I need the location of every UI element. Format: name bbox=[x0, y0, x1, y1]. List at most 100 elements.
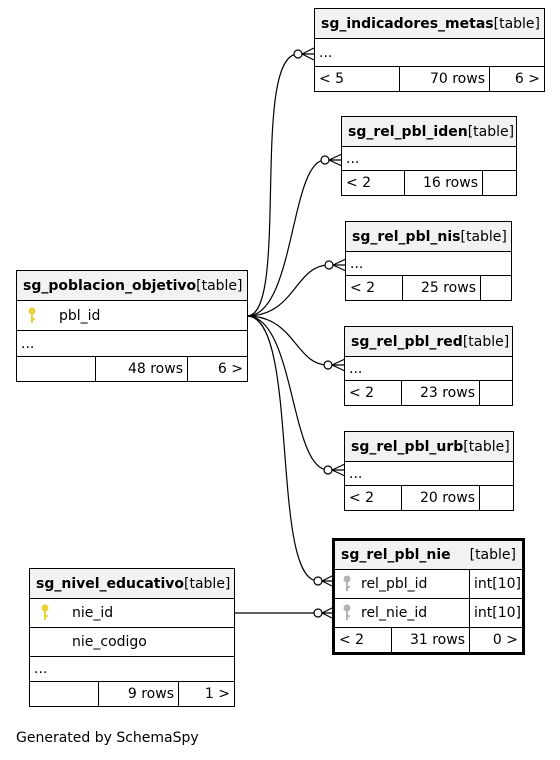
table-name[interactable]: sg_rel_pbl_red bbox=[351, 333, 463, 350]
parents-link[interactable]: < 5 bbox=[319, 71, 345, 87]
table-name[interactable]: sg_indicadores_metas bbox=[321, 15, 494, 32]
cardinality-circle bbox=[324, 260, 334, 270]
table-footer: < 5 70 rows 6 > bbox=[315, 67, 544, 91]
ellipsis-row: ... bbox=[30, 657, 234, 682]
table-sg-nivel-educativo[interactable]: sg_nivel_educativo [table] nie_id nie_co… bbox=[29, 568, 235, 707]
edge-poblacion-indicadores bbox=[246, 53, 314, 317]
credit-text: Generated by SchemaSpy bbox=[16, 730, 199, 746]
table-name[interactable]: sg_rel_pbl_iden bbox=[348, 123, 468, 140]
edge-poblacion-urb bbox=[246, 315, 345, 471]
ellipsis: ... bbox=[346, 150, 360, 167]
row-count: 16 rows bbox=[404, 171, 482, 195]
row-count: 70 rows bbox=[399, 67, 489, 91]
table-name[interactable]: sg_rel_pbl_urb bbox=[351, 438, 464, 455]
parents-link[interactable]: < 2 bbox=[349, 385, 375, 401]
children-link[interactable]: 1 > bbox=[178, 682, 234, 706]
table-tag: [table] bbox=[463, 438, 510, 455]
table-sg-indicadores-metas[interactable]: sg_indicadores_metas [table] ... < 5 70 … bbox=[314, 8, 545, 92]
ellipsis: ... bbox=[350, 255, 364, 272]
cardinality-circle bbox=[323, 465, 333, 475]
column-row[interactable]: nie_codigo bbox=[30, 628, 234, 657]
table-name[interactable]: sg_nivel_educativo bbox=[36, 575, 185, 592]
ellipsis-row: ... bbox=[342, 147, 516, 171]
column-name: rel_nie_id bbox=[361, 605, 428, 621]
column-name: pbl_id bbox=[59, 307, 101, 324]
children-link[interactable] bbox=[480, 276, 511, 300]
row-count: 48 rows bbox=[95, 357, 187, 381]
children-link[interactable] bbox=[479, 381, 512, 405]
parents-link[interactable]: < 2 bbox=[339, 632, 365, 648]
table-sg-rel-pbl-nie[interactable]: sg_rel_pbl_nie [table] rel_pbl_id int[10… bbox=[332, 538, 525, 655]
edge-poblacion-nie bbox=[246, 315, 334, 582]
edge-poblacion-nis bbox=[246, 264, 346, 317]
ellipsis-row: ... bbox=[315, 39, 544, 67]
ellipsis-row: ... bbox=[345, 357, 512, 381]
table-tag: [table] bbox=[196, 277, 243, 294]
ellipsis-row: ... bbox=[346, 252, 511, 276]
children-link[interactable]: 6 > bbox=[187, 357, 247, 381]
column-type: int[10] bbox=[469, 599, 522, 627]
table-tag: [table] bbox=[184, 575, 231, 592]
table-footer: < 2 16 rows bbox=[342, 171, 516, 195]
table-tag: [table] bbox=[460, 228, 507, 245]
parents-link[interactable]: < 2 bbox=[350, 280, 376, 296]
table-sg-rel-pbl-urb[interactable]: sg_rel_pbl_urb [table] ... < 2 20 rows bbox=[344, 431, 514, 511]
row-count: 23 rows bbox=[401, 381, 479, 405]
table-tag: [table] bbox=[469, 547, 516, 563]
edge-poblacion-red bbox=[246, 315, 345, 366]
column-row[interactable]: rel_nie_id int[10] bbox=[335, 599, 522, 628]
table-header: sg_rel_pbl_red [table] bbox=[345, 327, 512, 357]
children-link[interactable] bbox=[479, 486, 513, 510]
column-row[interactable]: rel_pbl_id int[10] bbox=[335, 570, 522, 599]
table-name[interactable]: sg_rel_pbl_nie bbox=[341, 547, 451, 563]
cardinality-circle bbox=[320, 155, 330, 165]
children-link[interactable] bbox=[482, 171, 516, 195]
table-name[interactable]: sg_poblacion_objetivo bbox=[23, 277, 197, 294]
cardinality-circle bbox=[293, 49, 303, 59]
edge-poblacion-iden bbox=[246, 159, 342, 317]
ellipsis: ... bbox=[34, 661, 48, 677]
row-count: 25 rows bbox=[402, 276, 480, 300]
ellipsis-row: ... bbox=[345, 462, 513, 486]
table-header: sg_rel_pbl_nie [table] bbox=[335, 541, 522, 570]
table-sg-poblacion-objetivo[interactable]: sg_poblacion_objetivo [table] pbl_id ...… bbox=[16, 270, 248, 382]
table-sg-rel-pbl-iden[interactable]: sg_rel_pbl_iden [table] ... < 2 16 rows bbox=[341, 116, 517, 196]
parents-link[interactable]: < 2 bbox=[349, 490, 375, 506]
primary-key-icon bbox=[17, 307, 47, 325]
column-name: nie_codigo bbox=[72, 634, 147, 650]
table-tag: [table] bbox=[493, 15, 541, 32]
table-tag: [table] bbox=[462, 333, 510, 350]
ellipsis: ... bbox=[349, 465, 363, 482]
table-header: sg_nivel_educativo [table] bbox=[30, 569, 234, 599]
table-sg-rel-pbl-nis[interactable]: sg_rel_pbl_nis [table] ... < 2 25 rows bbox=[345, 221, 512, 301]
column-name: rel_pbl_id bbox=[361, 576, 428, 592]
ellipsis-row: ... bbox=[17, 331, 247, 357]
table-header: sg_poblacion_objetivo [table] bbox=[17, 271, 247, 301]
children-link[interactable]: 0 > bbox=[469, 628, 522, 652]
cardinality-circle bbox=[313, 576, 323, 586]
parents-link[interactable]: < 2 bbox=[346, 175, 372, 191]
parents-link[interactable] bbox=[17, 357, 95, 381]
row-count: 31 rows bbox=[391, 628, 469, 652]
cardinality-circle bbox=[313, 608, 323, 618]
parents-link[interactable] bbox=[30, 682, 98, 706]
column-row[interactable]: pbl_id bbox=[17, 301, 247, 331]
table-header: sg_rel_pbl_iden [table] bbox=[342, 117, 516, 147]
table-header: sg_indicadores_metas [table] bbox=[315, 9, 544, 39]
ellipsis: ... bbox=[349, 360, 363, 377]
ellipsis: ... bbox=[21, 335, 35, 352]
table-footer: 9 rows 1 > bbox=[30, 682, 234, 706]
table-footer: < 2 23 rows bbox=[345, 381, 512, 405]
table-footer: 48 rows 6 > bbox=[17, 357, 247, 381]
table-header: sg_rel_pbl_nis [table] bbox=[346, 222, 511, 252]
column-name: nie_id bbox=[72, 605, 114, 621]
column-row[interactable]: nie_id bbox=[30, 599, 234, 628]
table-sg-rel-pbl-red[interactable]: sg_rel_pbl_red [table] ... < 2 23 rows bbox=[344, 326, 513, 406]
table-name[interactable]: sg_rel_pbl_nis bbox=[352, 228, 461, 245]
children-link[interactable]: 6 > bbox=[489, 67, 544, 91]
foreign-key-icon bbox=[335, 575, 359, 593]
table-header: sg_rel_pbl_urb [table] bbox=[345, 432, 513, 462]
table-footer: < 2 31 rows 0 > bbox=[335, 628, 522, 652]
ellipsis: ... bbox=[319, 44, 333, 61]
